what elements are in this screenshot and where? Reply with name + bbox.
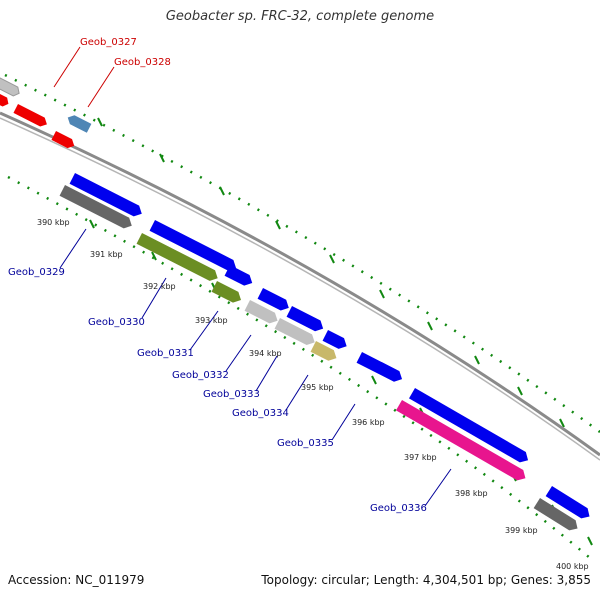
kbp-label: 395 kbp — [301, 383, 334, 392]
gene-block-geob-0336[interactable] — [396, 400, 528, 483]
gene-block-blue-4[interactable] — [257, 288, 292, 313]
gene-block-blue-6[interactable] — [322, 330, 350, 352]
gene-block-geob-0329[interactable] — [59, 185, 135, 231]
kbp-label: 394 kbp — [249, 349, 282, 358]
leader-line-geob-0328 — [87, 66, 115, 108]
leader-line-geob-0336 — [424, 468, 452, 507]
gene-block-blue-1[interactable] — [69, 173, 145, 219]
gene-block-blue-3[interactable] — [224, 265, 255, 288]
leader-line-geob-0333 — [255, 355, 278, 392]
accession-label: Accession: NC_011979 — [8, 573, 145, 587]
gene-block-gray-end[interactable] — [533, 498, 581, 534]
leader-line-geob-0327 — [53, 46, 81, 88]
gene-label-geob-0328[interactable]: Geob_0328 — [114, 57, 171, 68]
gene-block-geob-0330[interactable] — [136, 233, 221, 284]
outer-tick — [275, 220, 281, 230]
gene-block-geob-0331[interactable] — [211, 281, 244, 305]
map-title: Geobacter sp. FRC-32, complete genome — [165, 9, 435, 24]
gene-block-geob-0327[interactable] — [13, 104, 49, 129]
leader-line-geob-0335 — [331, 403, 356, 441]
leader-line-geob-0331 — [189, 310, 219, 351]
gene-block-red-edge[interactable] — [0, 94, 11, 108]
inner-tick — [371, 375, 377, 385]
outer-tick — [474, 355, 480, 365]
inner-tick — [89, 219, 95, 229]
gene-block-geob-0328[interactable] — [65, 113, 92, 133]
gene-block-blue-7[interactable] — [409, 388, 531, 465]
inner-scale-ring — [7, 175, 591, 559]
gene-block-geob-0335[interactable] — [356, 352, 405, 384]
outer-tick — [159, 153, 165, 163]
topology-label: Topology: circular; Length: 4,304,501 bp… — [261, 573, 591, 587]
kbp-label: 397 kbp — [404, 453, 437, 462]
gene-label-geob-0333[interactable]: Geob_0333 — [203, 389, 260, 400]
gene-label-geob-0329[interactable]: Geob_0329 — [8, 267, 65, 278]
gene-block-light-gray-edge[interactable] — [0, 77, 21, 98]
outer-tick — [517, 386, 523, 396]
gene-label-geob-0332[interactable]: Geob_0332 — [172, 370, 229, 381]
gene-block-blue-2[interactable] — [149, 220, 239, 273]
outer-tick — [379, 289, 385, 299]
outer-tick — [97, 117, 103, 127]
kbp-label: 390 kbp — [37, 218, 70, 227]
gene-block-geob-0332[interactable] — [244, 300, 281, 326]
leader-line-geob-0334 — [285, 374, 309, 411]
kbp-label: 391 kbp — [90, 250, 123, 259]
kbp-label: 400 kbp — [556, 562, 589, 571]
gene-label-geob-0331[interactable]: Geob_0331 — [137, 348, 194, 359]
inner-tick — [151, 251, 157, 261]
outer-tick — [427, 321, 433, 331]
outer-tick — [329, 254, 335, 264]
genome-backbone-inner — [0, 117, 600, 461]
leader-line-geob-0330 — [141, 277, 167, 319]
gene-block-geob-0334[interactable] — [310, 341, 340, 363]
kbp-label: 399 kbp — [505, 526, 538, 535]
gene-block-blue-8[interactable] — [545, 486, 593, 522]
kbp-label: 396 kbp — [352, 418, 385, 427]
gene-block-geob-0327b[interactable] — [51, 131, 76, 150]
inner-kbp-ticks — [89, 219, 593, 546]
gene-block-geob-0333[interactable] — [274, 318, 318, 348]
outer-tick — [219, 186, 225, 196]
kbp-label: 392 kbp — [143, 282, 176, 291]
genome-backbone-outer — [0, 111, 600, 457]
leader-line-geob-0329 — [59, 228, 87, 269]
gene-label-geob-0335[interactable]: Geob_0335 — [277, 438, 334, 449]
inner-tick — [587, 536, 593, 546]
leader-line-geob-0332 — [225, 334, 252, 372]
gene-label-geob-0334[interactable]: Geob_0334 — [232, 408, 289, 419]
gene-label-geob-0327[interactable]: Geob_0327 — [80, 37, 137, 48]
outer-tick — [559, 418, 565, 428]
kbp-label: 398 kbp — [455, 489, 488, 498]
kbp-label: 393 kbp — [195, 316, 228, 325]
outer-kbp-ticks — [97, 117, 565, 428]
gene-block-blue-5[interactable] — [286, 306, 326, 334]
gene-label-geob-0336[interactable]: Geob_0336 — [370, 503, 427, 514]
gene-label-geob-0330[interactable]: Geob_0330 — [88, 317, 145, 328]
